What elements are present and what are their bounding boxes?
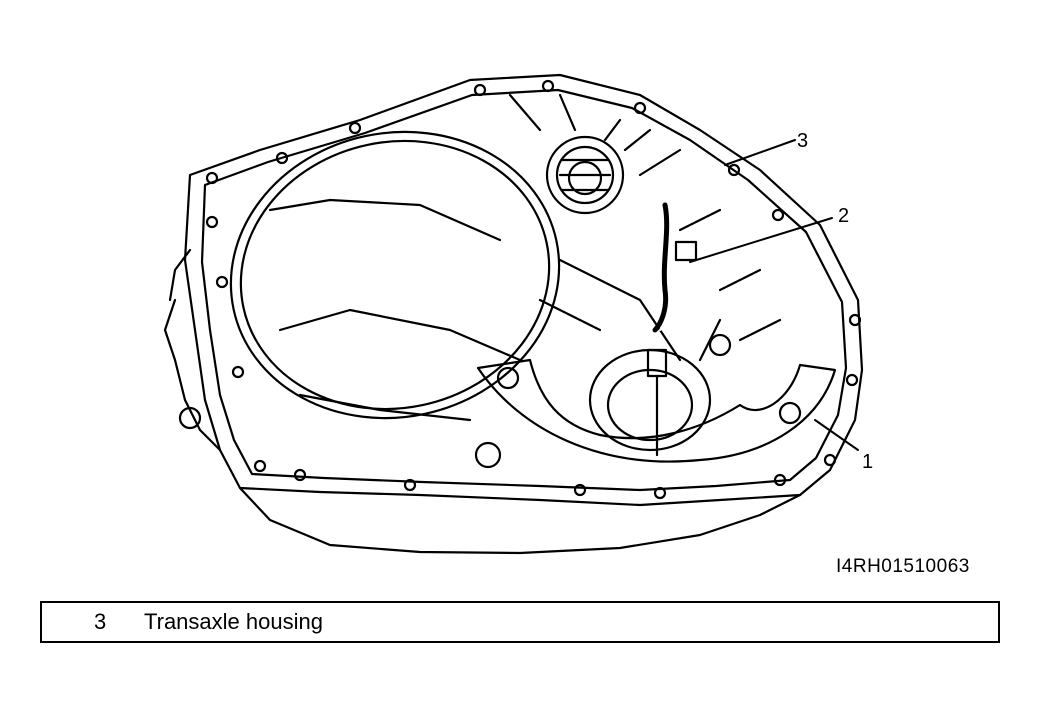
- flange-bolt-holes: [205, 79, 862, 500]
- callout-2: 2: [838, 205, 849, 227]
- input-shaft-bore: [545, 135, 625, 215]
- housing-inner-flange: [200, 88, 848, 492]
- leader-line-3: [724, 139, 796, 166]
- legend-item-number: 3: [94, 609, 107, 634]
- leader-line-2: [689, 217, 833, 263]
- callout-3: 3: [797, 130, 808, 152]
- image-reference-code: I4RH01510063: [836, 556, 970, 577]
- baffle-plate: [476, 358, 837, 463]
- bell-housing-opening: [229, 130, 561, 420]
- transaxle-housing-illustration: 3 2 1: [163, 73, 873, 555]
- pipe-clamp: [674, 240, 698, 262]
- housing-outer-flange: [183, 73, 864, 507]
- oil-pipe: [652, 202, 670, 333]
- legend-item-description: Transaxle housing: [144, 609, 323, 634]
- housing-lower-skirt: [238, 486, 802, 555]
- legend-table: 3 Transaxle housing: [40, 601, 1000, 643]
- callout-1: 1: [862, 451, 873, 473]
- leader-line-1: [814, 419, 859, 451]
